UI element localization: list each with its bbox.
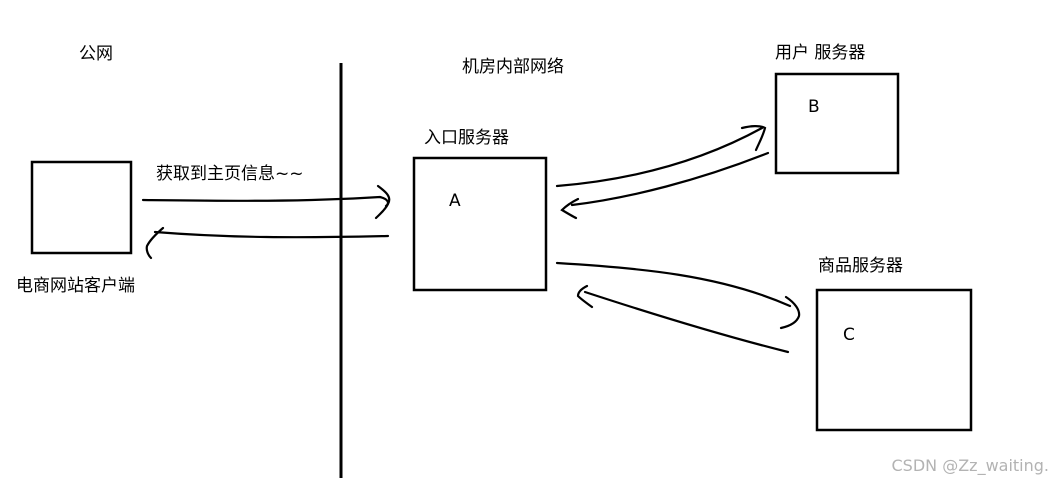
user-server-label: 用户 服务器 xyxy=(775,43,866,63)
request-label: 获取到主页信息~~ xyxy=(156,164,304,184)
watermark: CSDN @Zz_waiting. xyxy=(891,456,1050,475)
arrow-client-to-entry xyxy=(141,184,391,220)
datacenter-network-label: 机房内部网络 xyxy=(462,57,564,77)
box-a-letter: A xyxy=(449,191,461,211)
arrow-entry-to-client xyxy=(145,226,390,260)
client-label: 电商网站客户端 xyxy=(16,276,135,296)
arrow-entry-to-product-server xyxy=(555,261,801,330)
arrow-user-server-to-entry xyxy=(560,151,770,220)
arrow-product-server-to-entry xyxy=(576,284,790,354)
client-box xyxy=(30,160,133,255)
entry-server-label: 入口服务器 xyxy=(424,128,509,148)
user-server-box xyxy=(774,72,900,175)
box-b-letter: B xyxy=(808,97,820,117)
product-server-box xyxy=(815,288,973,432)
public-network-label: 公网 xyxy=(79,44,113,64)
arrow-entry-to-user-server xyxy=(555,125,767,188)
box-c-letter: C xyxy=(843,325,855,345)
product-server-label: 商品服务器 xyxy=(818,256,903,276)
entry-server-box xyxy=(412,156,548,292)
